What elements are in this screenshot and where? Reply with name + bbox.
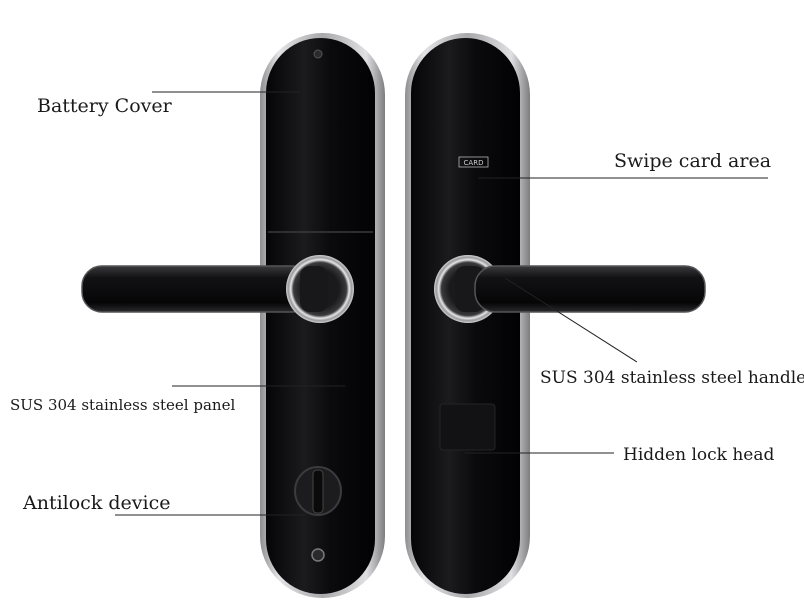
right-handle: [434, 255, 706, 323]
battery-cover-label: Battery Cover: [37, 95, 172, 117]
battery-cover-screw: [313, 49, 323, 59]
antilock-knob: [294, 466, 342, 516]
hidden-lock-head-label: Hidden lock head: [623, 445, 775, 465]
swipe-card-area-label: Swipe card area: [614, 150, 772, 172]
handle-label: SUS 304 stainless steel handle: [540, 368, 804, 388]
left-handle-neck: [300, 266, 328, 312]
right-lever: [474, 265, 706, 313]
antilock-device-label: Antilock device: [23, 492, 171, 514]
key-hole-icon: [311, 548, 325, 562]
left-lever: [81, 265, 313, 313]
leader-lines: [115, 91, 768, 516]
card-marking: CARD: [458, 156, 489, 168]
card-marking-text: CARD: [464, 159, 484, 167]
panel-label: SUS 304 stainless steel panel: [10, 396, 236, 414]
handle-leader: [504, 277, 638, 363]
hidden-lock-head: [439, 403, 496, 451]
left-handle: [81, 255, 354, 323]
